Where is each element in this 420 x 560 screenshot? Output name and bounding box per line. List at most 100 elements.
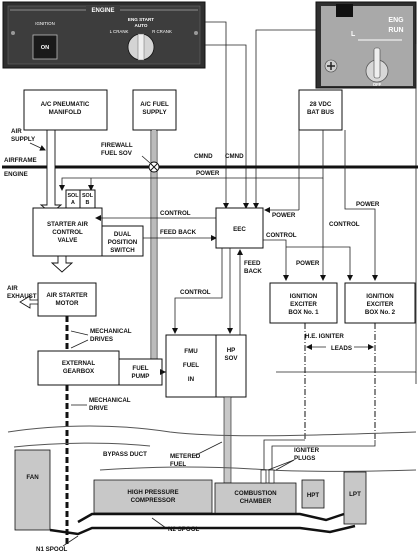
feed-back-label: FEED BACK bbox=[160, 229, 197, 236]
metered-fuel-label-1: METERED bbox=[170, 453, 201, 460]
sol-a-box: SOL A bbox=[65, 189, 81, 209]
exciter2-label-3: BOX No. 2 bbox=[365, 309, 396, 316]
switch-guard-icon bbox=[336, 4, 353, 17]
combustion-label-2: CHAMBER bbox=[240, 498, 272, 505]
ignition-exciter-box-1: IGNITION EXCITER BOX No. 1 bbox=[269, 282, 338, 324]
feed-back-vertical-label-2: BACK bbox=[244, 268, 262, 275]
l-crank-label: L CRANK bbox=[110, 29, 129, 34]
eec-box: EEC bbox=[215, 207, 264, 249]
eec-label: EEC bbox=[233, 226, 246, 233]
combustion-label-1: COMBUSTION bbox=[234, 490, 277, 497]
ignition-label: IGNITION bbox=[35, 21, 55, 26]
sol-a-label-1: SOL bbox=[67, 193, 79, 199]
exciter1-label-2: EXCITER bbox=[290, 301, 317, 308]
fmu-fuel-label: FUEL bbox=[183, 362, 199, 369]
cmnd-label-1: CMND bbox=[194, 153, 213, 160]
power-batbus-right-label: POWER bbox=[356, 201, 380, 208]
igniter-plugs-label-1: IGNITER bbox=[294, 447, 320, 454]
air-supply-arrow bbox=[39, 129, 63, 214]
feed-back-vertical-label-1: FEED bbox=[244, 260, 261, 267]
eng-start-knob[interactable] bbox=[127, 33, 155, 61]
mech-drive-label-1: MECHANICAL bbox=[89, 397, 131, 404]
metered-fuel-line bbox=[223, 396, 232, 484]
panel-command-wires bbox=[205, 21, 417, 384]
lpt-label: LPT bbox=[349, 491, 361, 498]
air-starter-label-2: MOTOR bbox=[56, 300, 79, 307]
fmu-label: FMU bbox=[184, 348, 198, 355]
n1-spool-shaft bbox=[49, 524, 356, 536]
ignition-on-label: ON bbox=[41, 45, 49, 51]
air-supply-label-2: SUPPLY bbox=[11, 136, 36, 143]
power-main-label: POWER bbox=[196, 170, 220, 177]
igniter-plugs bbox=[260, 469, 275, 484]
air-exhaust-label-2: EXHAUST bbox=[7, 293, 37, 300]
engine-label: ENGINE bbox=[4, 171, 28, 178]
dual-switch-label-2: POSITION bbox=[108, 239, 138, 246]
run-switch-run-label: RUN bbox=[388, 27, 403, 34]
gearbox-label-2: GEARBOX bbox=[63, 368, 95, 375]
ac-fuel-supply-box: A/C FUEL SUPPLY bbox=[132, 89, 177, 131]
combustion-chamber-block: COMBUSTION CHAMBER bbox=[214, 482, 297, 515]
dual-switch-label-3: SWITCH bbox=[110, 247, 135, 254]
sol-b-label-1: SOL bbox=[82, 193, 94, 199]
hpt-label: HPT bbox=[307, 492, 320, 499]
cmnd-label-2: CMND bbox=[225, 153, 244, 160]
fuel-pump-box: FUEL PUMP bbox=[118, 358, 163, 386]
firewall-label-1: FIREWALL bbox=[101, 142, 133, 149]
high-pressure-compressor-block: HIGH PRESSURE COMPRESSOR bbox=[93, 479, 213, 514]
air-exhaust-arrow bbox=[19, 295, 39, 309]
lpt-block: LPT bbox=[343, 471, 367, 525]
engine-run-toggle-switch[interactable] bbox=[365, 47, 389, 83]
sol-b-label-2: B bbox=[86, 200, 90, 206]
igniter-plugs-label-2: PLUGS bbox=[294, 455, 315, 462]
ignition-on-button[interactable] bbox=[32, 34, 58, 60]
air-starter-label-1: AIR STARTER bbox=[46, 292, 88, 299]
fuel-supply-label-1: A/C FUEL bbox=[140, 101, 169, 108]
bypass-duct-label: BYPASS DUCT bbox=[103, 451, 147, 458]
he-igniter-leads bbox=[263, 323, 376, 470]
gearbox-label-1: EXTERNAL bbox=[62, 360, 96, 367]
exciter2-label-1: IGNITION bbox=[366, 293, 394, 300]
run-switch-eng-label: ENG bbox=[388, 17, 404, 24]
air-exhaust-label-1: AIR bbox=[7, 285, 18, 292]
sol-b-box: SOL B bbox=[79, 189, 96, 209]
engine-panel-title: ENGINE bbox=[91, 8, 114, 14]
control-sv-label: CONTROL bbox=[160, 210, 191, 217]
hp-compressor-label-2: COMPRESSOR bbox=[131, 497, 176, 504]
pneumatic-label-1: A/C PNEUMATIC bbox=[41, 101, 90, 108]
fuel-pump-label-1: FUEL bbox=[132, 365, 148, 372]
ignition-exciter-box-2: IGNITION EXCITER BOX No. 2 bbox=[344, 282, 416, 324]
plus-screw-icon bbox=[324, 59, 338, 73]
fmu-in-label: IN bbox=[188, 376, 195, 383]
fan-block: FAN bbox=[14, 449, 51, 531]
panel-screw-icon bbox=[11, 31, 15, 35]
airframe-engine-boundary: AIRFRAME ENGINE bbox=[2, 157, 418, 178]
hp-sov-label-2: SOV bbox=[224, 355, 238, 362]
hp-sov-box: HP SOV bbox=[215, 334, 247, 398]
fmu-box: FMU FUEL IN bbox=[165, 334, 217, 398]
air-supply-label-1: AIR bbox=[11, 128, 22, 135]
firewall-fuel-sov-icon bbox=[148, 161, 160, 173]
fuel-supply-label-2: SUPPLY bbox=[142, 109, 167, 116]
airframe-label: AIRFRAME bbox=[4, 157, 37, 164]
exciter2-label-2: EXCITER bbox=[367, 301, 394, 308]
control-eec-label: CONTROL bbox=[266, 232, 297, 239]
mech-drives-label-2: DRIVES bbox=[90, 336, 113, 343]
engine-run-switch-panel: L ENG RUN OFF bbox=[315, 1, 417, 89]
control-fmu-label: CONTROL bbox=[180, 289, 211, 296]
bat-bus-box: 28 VDC BAT BUS bbox=[298, 89, 343, 131]
bat-bus-label-2: BAT BUS bbox=[307, 109, 334, 116]
eng-start-label-1: ENG START bbox=[128, 17, 154, 22]
pneumatic-label-2: MANIFOLD bbox=[49, 109, 82, 116]
hp-compressor-label-1: HIGH PRESSURE bbox=[127, 489, 178, 496]
ac-pneumatic-manifold-box: A/C PNEUMATIC MANIFOLD bbox=[23, 89, 108, 131]
dual-switch-label-1: DUAL bbox=[114, 231, 131, 238]
starter-valve-label-3: VALVE bbox=[58, 237, 78, 244]
n2-spool-label: N2 SPOOL bbox=[168, 526, 200, 533]
starter-air-control-valve-box: STARTER AIR CONTROL VALVE bbox=[32, 207, 103, 257]
dual-position-switch-box: DUAL POSITION SWITCH bbox=[101, 225, 144, 257]
panel-screw-icon bbox=[194, 31, 198, 35]
r-crank-label: R CRANK bbox=[152, 29, 172, 34]
power-ex1-label: POWER bbox=[296, 260, 320, 267]
